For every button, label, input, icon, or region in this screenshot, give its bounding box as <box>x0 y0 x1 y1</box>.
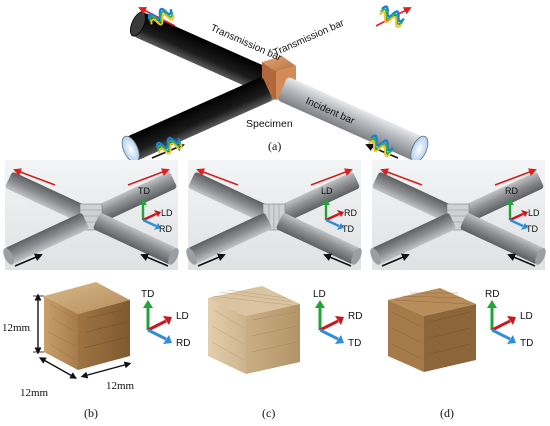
incident-bar-right <box>278 77 429 163</box>
transmission-arrow-left <box>380 168 423 186</box>
wood-cube-c <box>208 286 300 374</box>
dimension-label-width: 12mm <box>106 380 135 392</box>
transmission-arrow-right <box>494 168 537 186</box>
incident-bar-left <box>121 77 272 163</box>
panel-bars <box>3 172 179 265</box>
axis-label-right: LD <box>528 208 540 218</box>
axis-label-bottom: TD <box>526 224 538 234</box>
caption-b: (b) <box>84 406 98 420</box>
axis-label-right: RD <box>344 208 357 218</box>
cube-axis-label-bottom-b: RD <box>176 338 190 349</box>
cube-axis-label-bottom-d: TD <box>520 338 533 349</box>
dimension-width: 12mm <box>80 361 135 392</box>
axis-label-top: TD <box>138 186 150 196</box>
incident-arrow-left <box>381 253 410 267</box>
wood-cube-b <box>44 282 130 370</box>
setup-panel-b: TD LD RD <box>3 160 179 270</box>
dimension-label-height: 12mm <box>2 322 31 334</box>
dimension-height: 12mm <box>2 293 44 355</box>
wood-cube-d <box>388 288 476 372</box>
incident-arrow-right <box>507 253 536 267</box>
transmission-arrow-left <box>13 168 56 186</box>
axis-label-bottom: RD <box>159 224 172 234</box>
caption-d: (d) <box>440 406 454 420</box>
transmission-bar-right-visible <box>129 11 280 96</box>
cube-axis-triad-b <box>143 300 172 344</box>
incident-arrow-right <box>323 253 352 267</box>
cube-axis-label-top-b: TD <box>141 289 154 300</box>
transmission-arrow-right <box>310 168 353 186</box>
cube-axis-triad-c <box>315 300 344 344</box>
axis-label-bottom: TD <box>342 224 354 234</box>
dimension-label-depth: 12mm <box>20 387 49 399</box>
wave-icon-top-left <box>147 7 175 26</box>
setup-panel-c: LD RD TD <box>186 160 362 270</box>
axis-label-top: RD <box>505 186 518 196</box>
top-diagram: Transmission bar Transmission bar Incide… <box>121 5 429 163</box>
caption-a: (a) <box>268 139 281 153</box>
wave-icon-top-right <box>378 5 405 28</box>
cube-axis-triad-d <box>487 300 516 344</box>
wave-icon-bottom-right <box>367 134 394 157</box>
incident-arrow-left <box>197 253 226 267</box>
axis-triad <box>322 199 344 230</box>
cube-axis-label-right-c: RD <box>348 311 362 322</box>
label-transmission-bar-right: Transmission bar <box>272 17 347 58</box>
incident-arrow-right <box>365 143 399 159</box>
wave-icon-bottom-left <box>155 136 183 155</box>
label-specimen: Specimen <box>246 118 293 130</box>
panel-bars <box>186 172 362 265</box>
transmission-arrow-left <box>196 168 239 186</box>
incident-arrow-right <box>140 253 169 267</box>
transmission-arrow-right <box>127 168 170 186</box>
transmission-arrow-left <box>138 7 176 27</box>
panel-bars <box>370 172 546 265</box>
cube-axis-label-bottom-c: TD <box>348 338 361 349</box>
dimension-depth: 12mm <box>20 357 78 399</box>
incident-arrow-left <box>14 253 43 267</box>
cube-axis-label-top-d: RD <box>485 289 499 300</box>
setup-panel-d: RD LD TD <box>370 160 546 270</box>
caption-c: (c) <box>262 406 275 420</box>
axis-label-right: LD <box>161 208 173 218</box>
cube-axis-label-right-b: LD <box>176 311 189 322</box>
axis-label-top: LD <box>321 186 333 196</box>
axis-triad <box>139 199 161 230</box>
cube-axis-label-top-c: LD <box>313 289 326 300</box>
cube-axis-label-right-d: LD <box>520 311 533 322</box>
axis-triad <box>506 199 528 230</box>
